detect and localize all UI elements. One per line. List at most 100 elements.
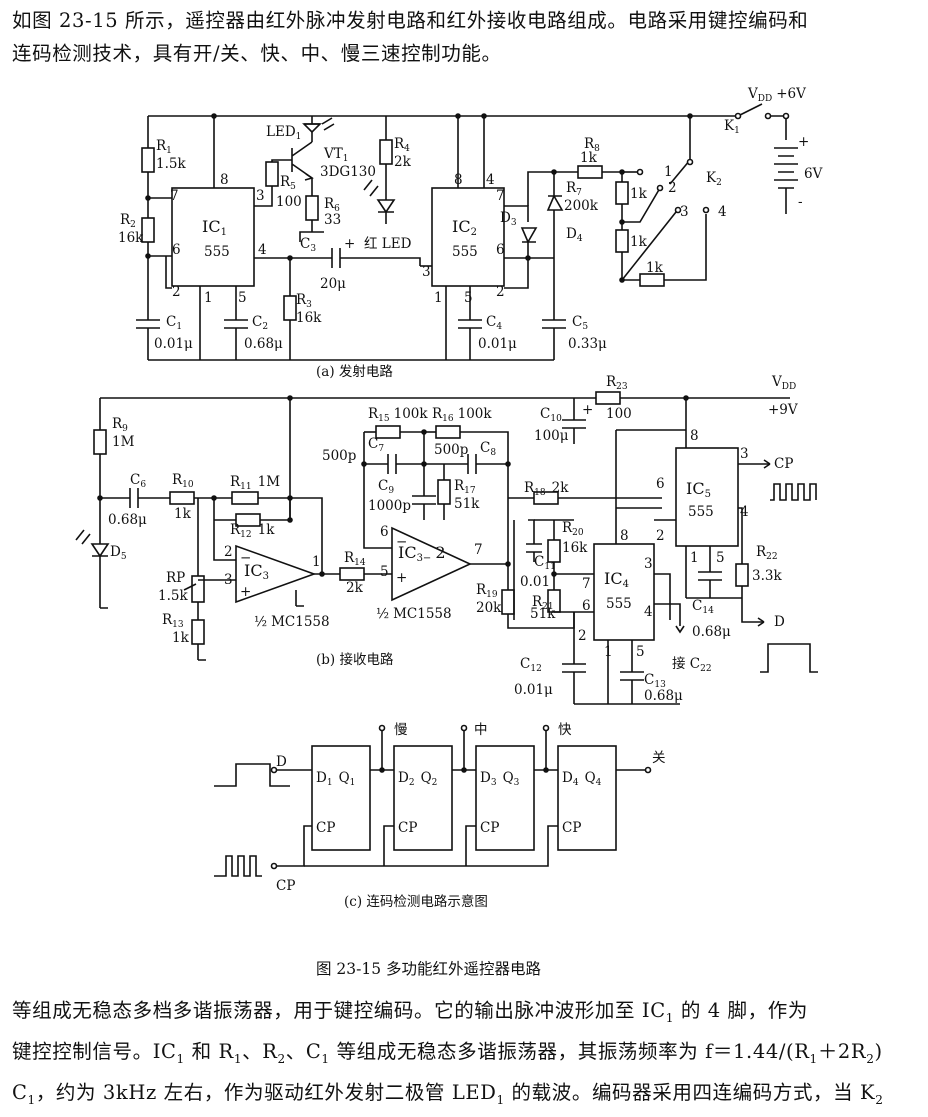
c11-label: C11 (534, 554, 556, 572)
c9-label: C9 (378, 478, 394, 496)
ic1-pin2: 2 (172, 284, 181, 300)
r17-label: R17 (454, 478, 476, 496)
ic4-pin1: 1 (604, 644, 613, 660)
ic1-pin4: 4 (258, 242, 267, 258)
c3-plus: + (344, 236, 355, 252)
ic4-pin6: 6 (582, 598, 591, 614)
r17-value: 51k (454, 496, 480, 512)
transmitter-circuit (136, 103, 798, 361)
c2-label: C2 (252, 314, 268, 332)
ic1-pin1: 1 (204, 290, 213, 306)
d-input-label: D (276, 754, 287, 770)
r7-value: 200k (564, 198, 599, 214)
body-paragraph: 等组成无稳态多档多谐振荡器，用于键控编码。它的输出脉冲波形加至 IC1 的 4 … (12, 994, 918, 1117)
ic5-pin6: 6 (656, 476, 665, 492)
c6-value: 0.68μ (108, 512, 147, 528)
r22-label: R22 (756, 544, 778, 562)
ic2-pin1: 1 (434, 290, 443, 306)
d-output-label: D (774, 614, 785, 630)
ic1-value: 555 (204, 244, 230, 260)
r20-label: R20 (562, 520, 584, 538)
c3-label: C3 (300, 236, 316, 254)
intro-paragraph: 如图 23-15 所示，遥控器由红外脉冲发射电路和红外接收电路组成。电路采用键控… (12, 4, 918, 70)
r8-label: R8 (584, 136, 600, 154)
r13-label: R13 (162, 612, 184, 630)
ic1-pin5: 5 (238, 290, 247, 306)
r5-label: R5 (280, 174, 296, 192)
red-led-label: 红 LED (364, 236, 412, 252)
c5-value: 0.33μ (568, 336, 607, 352)
ic1-pin8: 8 (220, 172, 229, 188)
ic4-pin5: 5 (636, 644, 645, 660)
medium-label: 中 (474, 722, 488, 738)
ic1-pin6: 6 (172, 242, 181, 258)
r14-value: 2k (346, 580, 364, 596)
r23-label: R23 (606, 374, 628, 392)
vdd-b-label: VDD (771, 374, 796, 392)
c1-value: 0.01μ (154, 336, 193, 352)
c13-label: C13 (644, 672, 666, 690)
c10-plus: + (582, 402, 593, 418)
receiver-labels: VDD +9V R23 100 C10 100μ + R9 1M D5 C6 0… (108, 374, 798, 704)
c6-label: C6 (130, 472, 146, 490)
ic2-pin4: 4 (486, 172, 495, 188)
r1-value: 1.5k (156, 156, 186, 172)
ic4-pin7: 7 (582, 576, 591, 592)
ic4-label: IC4 (604, 569, 629, 590)
sequence-detect-circuit (214, 724, 652, 877)
d4-label: D4 (566, 226, 583, 244)
vdd-b-value: +9V (768, 402, 798, 418)
batt-voltage: 6V (804, 166, 823, 182)
ic1-pin7: 7 (170, 188, 179, 204)
ic5-pin1: 1 (690, 550, 699, 566)
c10-label: C10 (540, 406, 562, 424)
ic2-value: 555 (452, 244, 478, 260)
r4-value: 2k (394, 154, 412, 170)
ic4-pin2: 2 (578, 628, 587, 644)
r9-value: 1M (112, 434, 135, 450)
vdd-a-label: VDD+6V (747, 86, 806, 104)
r20-value: 16k (562, 540, 588, 556)
ic4-pin4: 4 (644, 604, 653, 620)
d5-label: D5 (110, 544, 127, 562)
caption-b: (b) 接收电路 (316, 651, 394, 668)
r10-value: 1k (174, 506, 192, 522)
caption-c: (c) 连码检测电路示意图 (344, 893, 488, 910)
r23-value: 100 (606, 406, 632, 422)
c14-label: C14 (692, 598, 714, 616)
c14-value: 0.68μ (692, 624, 731, 640)
cp-output-label: CP (774, 456, 793, 472)
ic5-pin3: 3 (740, 446, 749, 462)
ic5-pin5: 5 (716, 550, 725, 566)
k2-label: K2 (706, 170, 722, 188)
ic32-minus: − (396, 534, 407, 550)
r7-label: R7 (566, 180, 582, 198)
ic1-pin3: 3 (256, 188, 265, 204)
r21-value: 51k (530, 606, 556, 622)
slow-label: 慢 (394, 721, 408, 738)
c1-label: C1 (166, 314, 182, 332)
ladder-r1: 1k (630, 186, 648, 202)
cap-500p-a: 500p (322, 448, 356, 464)
k1-label: K1 (724, 118, 740, 136)
ic32-pin5: 5 (380, 564, 389, 580)
pos-4: 4 (718, 204, 727, 220)
ic4-value: 555 (606, 596, 632, 612)
r1-label: R1 (156, 138, 172, 156)
to-c22-label: 接 C22 (672, 655, 712, 674)
transmitter-labels: VDD+6V K1 + 6V - K2 1 2 3 4 R1 1.5k R2 1… (118, 86, 823, 380)
body-line-2: 键控控制信号。IC1 和 R1、R2、C1 等组成无稳态多谐振荡器，其振荡频率为… (12, 1039, 883, 1066)
r21-label: R21 (532, 594, 554, 612)
ladder-r2: 1k (630, 234, 648, 250)
c8-label: C8 (480, 440, 496, 458)
r19-value: 20k (476, 600, 502, 616)
